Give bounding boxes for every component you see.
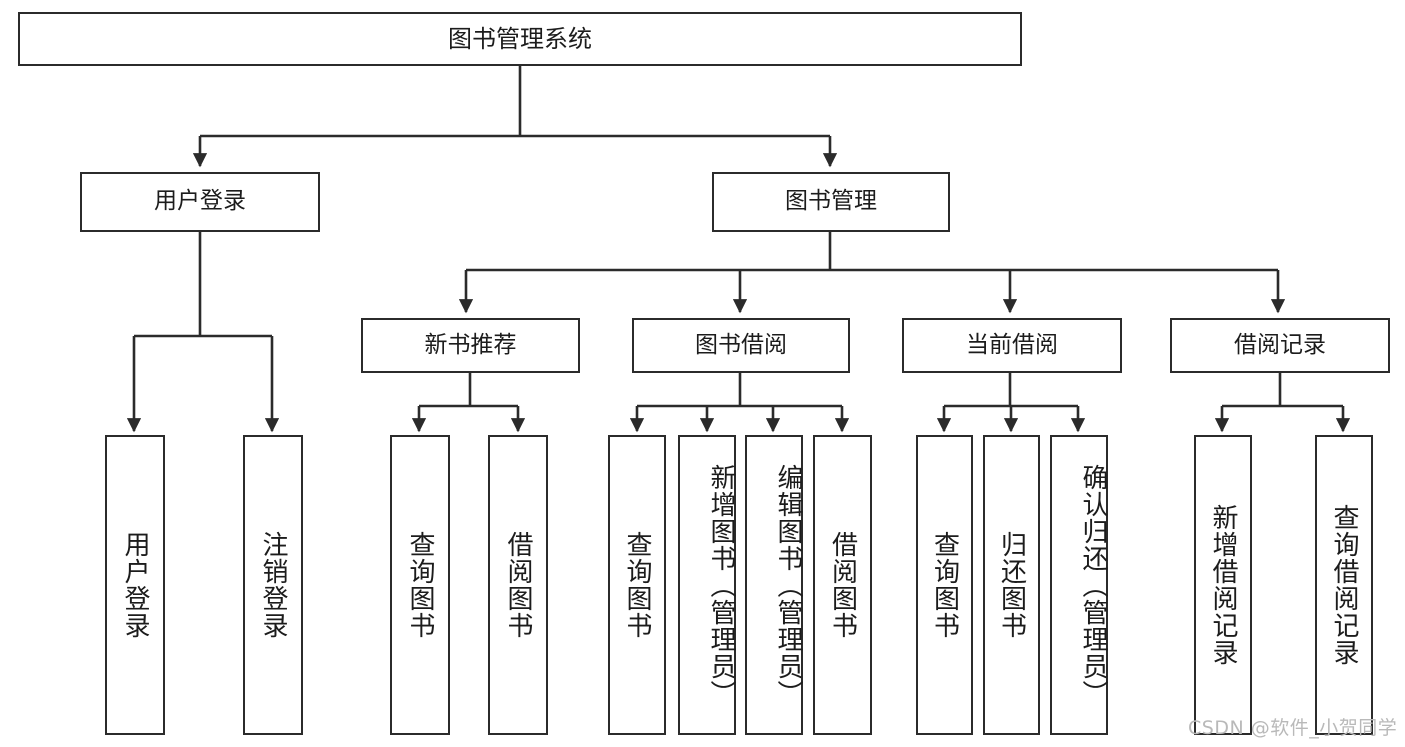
leaf-current-query-book[interactable]: 查询图书 (916, 435, 973, 735)
leaf-borrow-edit-book-admin[interactable]: 编辑图书（管理员） (745, 435, 803, 735)
node-current-borrow[interactable]: 当前借阅 (902, 318, 1122, 373)
leaf-borrow-add-book-admin[interactable]: 新增图书（管理员） (678, 435, 736, 735)
node-label: 查询图书 (929, 531, 960, 639)
node-label: 借阅图书 (827, 531, 858, 639)
csdn-watermark: CSDN @软件_小贺同学 (1188, 717, 1398, 739)
leaf-user-login-logout[interactable]: 注销登录 (243, 435, 303, 735)
node-label: 用户登录 (154, 188, 246, 215)
node-book-management[interactable]: 图书管理 (712, 172, 950, 232)
node-label: 当前借阅 (966, 331, 1058, 358)
node-label: 查询图书 (622, 531, 652, 639)
node-borrow-records[interactable]: 借阅记录 (1170, 318, 1390, 373)
leaf-records-query-record[interactable]: 查询借阅记录 (1315, 435, 1373, 735)
node-label: 用户登录 (120, 531, 150, 639)
node-label: 新书推荐 (424, 331, 517, 358)
leaf-user-login-login[interactable]: 用户登录 (105, 435, 165, 735)
node-book-borrow[interactable]: 图书借阅 (632, 318, 850, 373)
node-label: 新增图书（管理员） (706, 463, 736, 707)
node-label: 查询图书 (405, 531, 435, 639)
node-user-login[interactable]: 用户登录 (80, 172, 320, 232)
node-label: 新增借阅记录 (1208, 504, 1238, 666)
node-label: 图书管理 (785, 188, 877, 215)
leaf-recommend-query-book[interactable]: 查询图书 (390, 435, 450, 735)
node-new-book-recommend[interactable]: 新书推荐 (361, 318, 580, 373)
node-label: 图书管理系统 (448, 24, 592, 53)
node-label: 借阅图书 (503, 531, 533, 639)
leaf-borrow-borrow-book[interactable]: 借阅图书 (813, 435, 872, 735)
node-label: 确认归还（管理员） (1078, 463, 1108, 707)
node-label: 借阅记录 (1234, 331, 1326, 358)
leaf-current-return-book[interactable]: 归还图书 (983, 435, 1040, 735)
node-label: 图书借阅 (695, 331, 787, 358)
leaf-recommend-borrow-book[interactable]: 借阅图书 (488, 435, 548, 735)
node-label: 归还图书 (996, 531, 1027, 639)
node-label: 查询借阅记录 (1329, 504, 1359, 666)
leaf-records-add-record[interactable]: 新增借阅记录 (1194, 435, 1252, 735)
node-label: 注销登录 (258, 531, 288, 639)
leaf-current-confirm-return-admin[interactable]: 确认归还（管理员） (1050, 435, 1108, 735)
node-root-library-system[interactable]: 图书管理系统 (18, 12, 1022, 66)
leaf-borrow-query-book[interactable]: 查询图书 (608, 435, 666, 735)
node-label: 编辑图书（管理员） (773, 463, 803, 707)
